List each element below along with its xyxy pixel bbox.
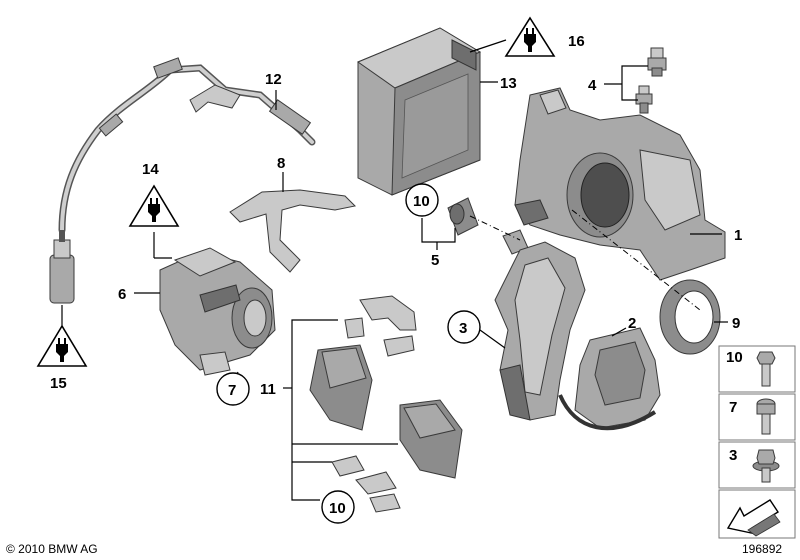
wear-sensor-cable[interactable] [49, 57, 316, 304]
caliper-carrier[interactable] [494, 241, 586, 421]
legend-box-7 [718, 393, 796, 441]
callout-3: 3 [459, 320, 467, 337]
callout-1: 1 [734, 227, 742, 244]
legend-label-3: 3 [729, 447, 737, 464]
control-unit[interactable] [356, 27, 482, 196]
actuator-motor[interactable] [159, 247, 276, 376]
callout-8: 8 [277, 155, 285, 172]
caliper-body[interactable] [558, 327, 661, 431]
hardware-legend: 10 7 3 [718, 345, 796, 539]
piston-seal[interactable] [659, 279, 721, 355]
callout-5: 5 [431, 252, 439, 269]
guide-bolt-boots[interactable] [447, 197, 529, 255]
electrical-warning-icon [504, 16, 556, 57]
legend-box-10 [718, 345, 796, 393]
bleed-valves[interactable] [635, 47, 667, 114]
callout-10b-circle [321, 490, 355, 524]
callout-9: 9 [732, 315, 740, 332]
copyright-text: © 2010 BMW AG [6, 542, 98, 556]
callout-10a-circle [405, 183, 439, 217]
caliper-housing[interactable] [514, 87, 726, 281]
anti-rattle-clips-lower[interactable] [331, 455, 401, 513]
direction-arrow-icon [726, 499, 781, 537]
callout-4: 4 [588, 77, 597, 94]
callout-3-circle [447, 310, 481, 344]
callout-6: 6 [118, 286, 126, 303]
torx-bolt-icon [756, 398, 776, 435]
callout-13: 13 [500, 75, 517, 92]
electrical-warning-icon [128, 184, 180, 227]
flange-bolt-icon [752, 449, 780, 483]
callout-15: 15 [50, 375, 67, 392]
callout-10b: 10 [329, 500, 346, 517]
callout-labels: 1 2 3 4 5 6 7 8 9 10 10 11 12 13 14 15 1… [50, 33, 742, 524]
callout-14: 14 [142, 161, 159, 178]
diagram-number: 196892 [742, 542, 782, 556]
anti-rattle-clips-upper[interactable] [344, 295, 417, 357]
callout-2: 2 [628, 315, 636, 332]
callout-11: 11 [260, 381, 276, 398]
callout-12: 12 [265, 71, 282, 88]
cable-bracket[interactable] [229, 189, 357, 273]
callout-7-circle [216, 372, 250, 406]
leader-lines [61, 39, 728, 501]
callout-7: 7 [228, 382, 236, 399]
brake-pads[interactable] [309, 344, 463, 479]
electrical-warning-icon [36, 324, 88, 367]
hex-bolt-icon [756, 351, 776, 387]
callout-10a: 10 [413, 193, 430, 210]
callout-16: 16 [568, 33, 585, 50]
legend-label-10: 10 [726, 349, 743, 366]
legend-label-7: 7 [729, 399, 737, 416]
